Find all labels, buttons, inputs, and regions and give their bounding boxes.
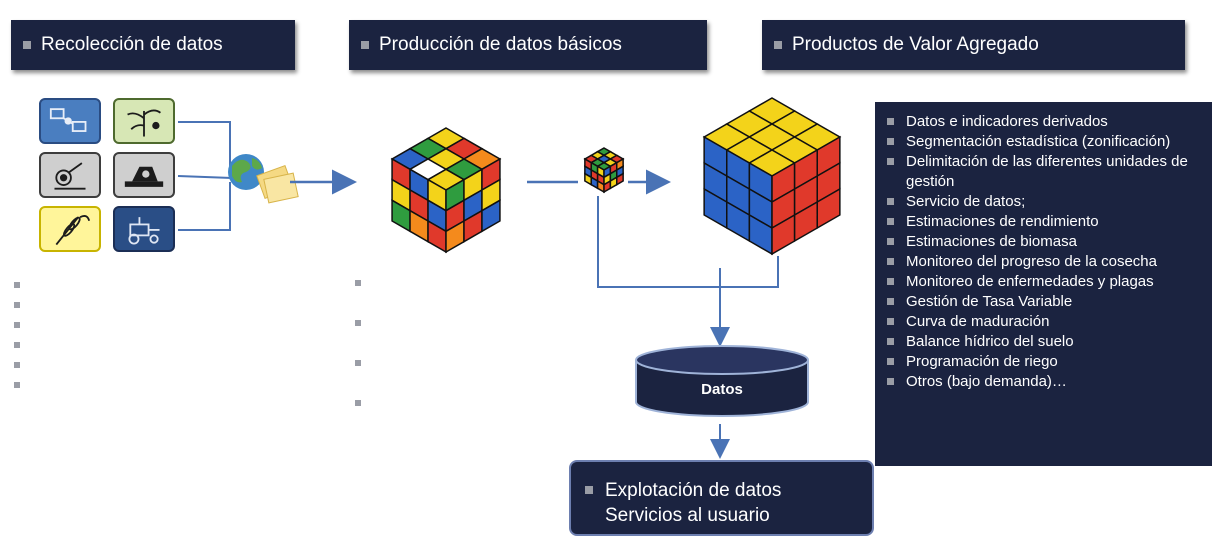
rubik-cube-icon [390,127,502,254]
bullet-square [361,41,369,49]
list-item: Gestión de Tasa Variable [883,292,1204,312]
bullet-square [355,280,361,286]
list-item: Datos e indicadores derivados [883,112,1204,132]
bullet-square [355,320,361,326]
bullet-square [14,282,20,288]
header-label: Recolección de datos [41,34,223,55]
collection-bullet-list [14,282,20,402]
bullet-square [355,400,361,406]
products-list: Datos e indicadores derivados Segmentaci… [883,112,1204,392]
basic-data-bullet-list [355,280,361,440]
bullet-square [14,302,20,308]
microscope-icon [39,152,101,198]
satellite-icon [39,98,101,144]
farmer-plant-icon [113,98,175,144]
list-item: Programación de riego [883,352,1204,372]
list-item: Segmentación estadística (zonificación) [883,132,1204,152]
list-item: Estimaciones de rendimiento [883,212,1204,232]
list-item: Otros (bajo demanda)… [883,372,1204,392]
tractor-icon [113,206,175,252]
globe-icon [228,154,264,190]
bullet-square [774,41,782,49]
database-cylinder [635,345,809,417]
exploitation-line-2: Servicios al usuario [605,505,770,526]
value-added-products-panel: Datos e indicadores derivados Segmentaci… [875,102,1212,466]
header-label: Productos de Valor Agregado [792,34,1039,55]
exploitation-line-1: Explotación de datos [605,480,782,501]
list-item: Monitoreo del progreso de la cosecha [883,252,1204,272]
database-connectors [597,196,779,459]
header-label: Producción de datos básicos [379,34,622,55]
data-exploitation-box: Explotación de datos Servicios al usuari… [569,460,874,536]
bullet-square [14,342,20,348]
bullet-square [14,322,20,328]
list-item: Servicio de datos; [883,192,1204,212]
collection-connectors [177,121,233,231]
bullet-square [585,486,593,494]
list-item: Balance hídrico del suelo [883,332,1204,352]
value-rubik-cube-icon [702,97,842,256]
header-data-collection: Recolección de datos [11,20,295,70]
bullet-square [14,362,20,368]
wheat-icon [39,206,101,252]
list-item: Estimaciones de biomasa [883,232,1204,252]
header-basic-data: Producción de datos básicos [349,20,707,70]
header-value-added: Productos de Valor Agregado [762,20,1185,70]
small-rubik-cube-icon [583,147,625,194]
bullet-square [14,382,20,388]
machinery-icon [113,152,175,198]
list-item: Curva de maduración [883,312,1204,332]
list-item: Monitoreo de enfermedades y plagas [883,272,1204,292]
documents-icon [256,164,299,204]
bullet-square [355,360,361,366]
list-item: Delimitación de las diferentes unidades … [883,152,1204,192]
bullet-square [23,41,31,49]
database-label: Datos [701,381,743,398]
